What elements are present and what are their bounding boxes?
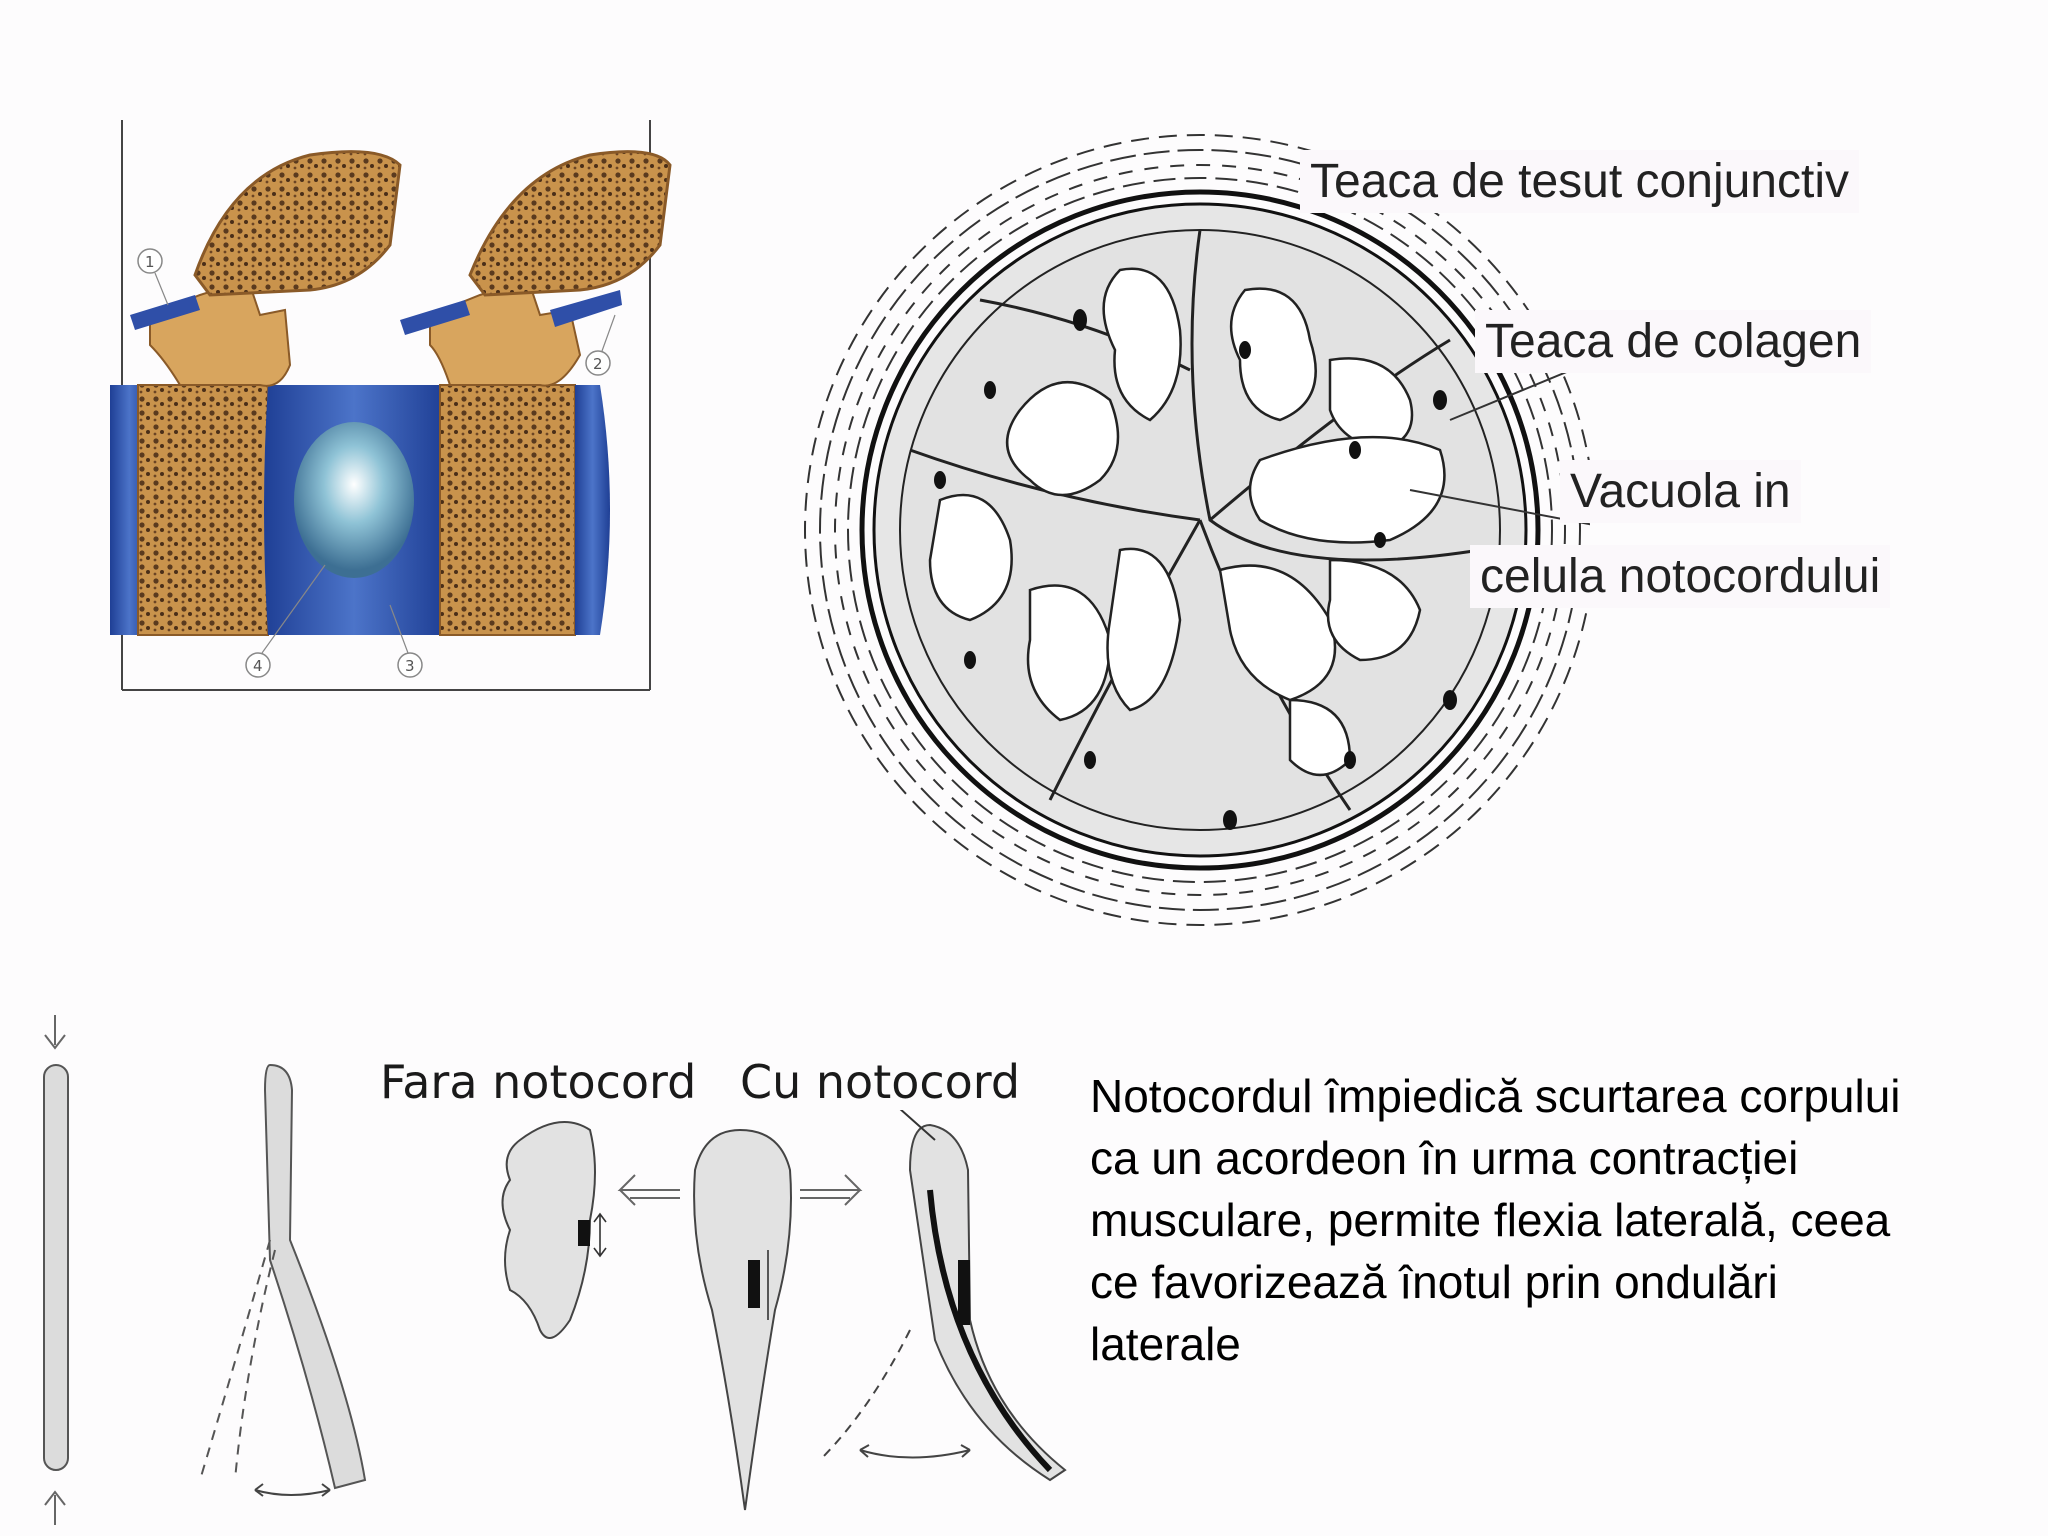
caption-without-notochord: Fara notocord [380,1055,697,1109]
marker-2: 2 [585,314,616,376]
marker-1: 1 [137,248,169,306]
spinous-process-1 [193,150,402,297]
nucleus-pulposus [294,422,414,578]
larva-with-notochord [908,1123,1067,1482]
svg-text:1: 1 [145,253,155,271]
larva-without-notochord [501,1121,596,1339]
vertebrae-illustration: 1 2 3 4 [110,120,672,691]
label-vacuole-line1: Vacuola in [1560,460,1801,523]
description-line: ca un acordeon în urma contracției [1090,1132,1799,1184]
description-line: ce favorizează înotul prin ondulări [1090,1256,1778,1308]
left-arrow-icon [617,1174,680,1206]
connective-tissue-sheath [804,134,1590,926]
larva-neutral [693,1128,792,1511]
description-paragraph: Notocordul împiedică scurtarea corpului … [1090,1065,2010,1375]
label-collagen-sheath: Teaca de colagen [1475,310,1872,373]
spinous-process-2 [468,150,672,297]
marker-4: 4 [245,564,326,678]
caption-with-notochord: Cu notocord [740,1055,1021,1109]
notochord-rod [927,1189,1053,1473]
label-vacuole-line2: celula notocordului [1470,545,1891,608]
straight-rod [43,1064,69,1471]
description-line: laterale [1090,1318,1241,1370]
up-arrow-icon [44,1490,66,1525]
larva-bending-figure [501,1110,1067,1511]
description-line: Notocordul împiedică scurtarea corpului [1090,1070,1901,1122]
svg-text:4: 4 [253,657,263,675]
vertebral-body-2 [439,384,576,636]
description-line: musculare, permite flexia laterală, ceea [1090,1194,1891,1246]
rod-compression-figure [43,1015,367,1525]
disc-right-partial [575,385,610,635]
bent-rod [263,1063,367,1490]
vertebral-body-1 [137,384,269,636]
svg-text:3: 3 [405,657,415,675]
right-arrow-icon [800,1174,863,1206]
label-connective-sheath: Teaca de tesut conjunctiv [1300,150,1859,213]
notochord-cross-section [804,134,1590,926]
svg-text:2: 2 [593,355,603,373]
collagen-sheath [859,189,1541,871]
marker-3: 3 [389,604,423,678]
down-arrow-icon [44,1015,66,1050]
